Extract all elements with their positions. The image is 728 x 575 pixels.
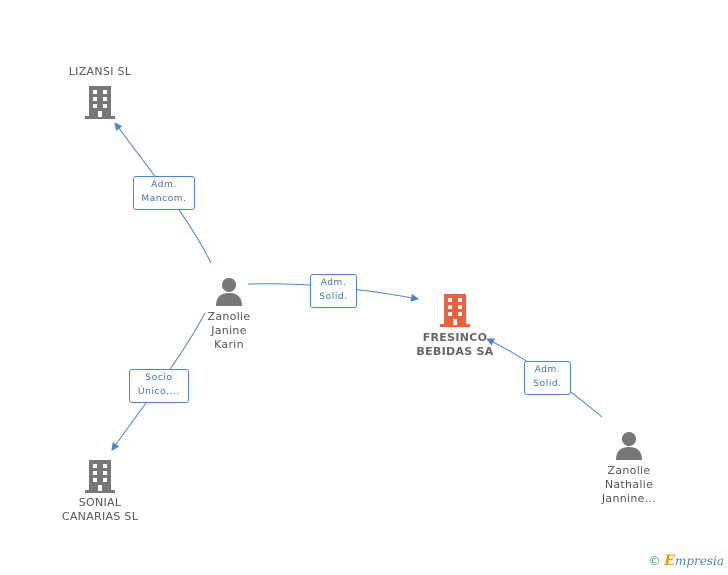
relation-badge-adm-solid-nathalie[interactable]: Adm. Solid. [524,361,571,395]
person-label: Zanolie Janine Karin [207,310,251,351]
person-node-zanolie-nathalie[interactable]: Zanolie Nathalie Jannine... [584,430,674,506]
person-node-zanolie-janine[interactable]: Zanolie Janine Karin [184,276,274,352]
empresia-brand[interactable]: © Empresia [648,553,724,569]
person-icon [616,432,642,460]
relation-badge-adm-mancom[interactable]: Adm. Mancom. [133,176,195,210]
company-label: SONIAL CANARIAS SL [61,496,139,523]
person-label: Zanolie Nathalie Jannine... [601,464,657,505]
company-label: LIZANSI SL [68,65,132,78]
relation-badge-adm-solid-janine[interactable]: Adm. Solid. [310,274,357,308]
company-node-fresinco[interactable]: FRESINCO BEBIDAS SA [405,292,505,359]
brand-logo: Empresia [664,553,724,569]
person-icon [216,278,242,306]
relation-badge-socio-unico[interactable]: Socio Único,... [129,369,189,403]
building-icon [85,460,115,493]
building-icon [85,86,115,119]
company-node-sonial[interactable]: SONIAL CANARIAS SL [50,458,150,524]
company-node-lizansi[interactable]: LIZANSI SL [50,65,150,120]
copyright-symbol: © [648,554,661,568]
building-icon [440,294,470,327]
company-label: FRESINCO BEBIDAS SA [416,331,494,358]
